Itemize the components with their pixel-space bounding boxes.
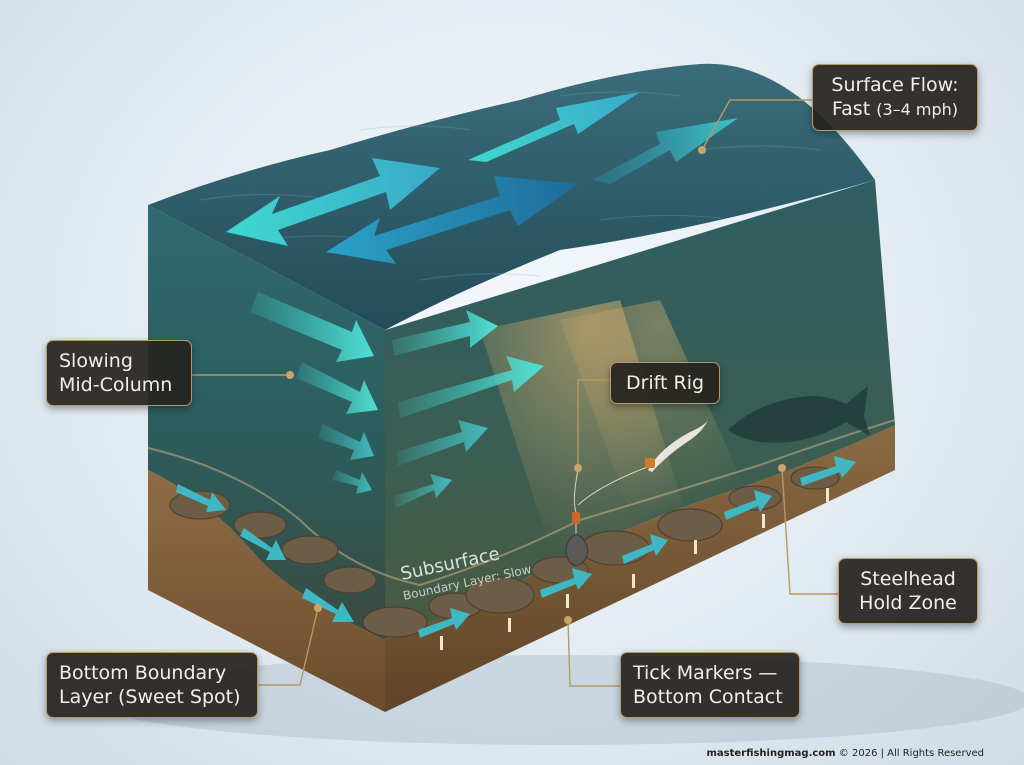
water-front-face <box>148 205 385 640</box>
surface-flow-detail: (3–4 mph) <box>876 100 959 119</box>
bottom-boundary-layer-label: Bottom Boundary Layer (Sweet Spot) <box>46 652 258 718</box>
surface-arrow-left <box>226 158 440 246</box>
boundary-layer-line <box>147 419 896 587</box>
steelhead-fish <box>728 386 870 443</box>
tick-markers-line1: Tick Markers — <box>633 662 778 684</box>
tick-markers <box>440 488 829 650</box>
drift-rig-label: Drift Rig <box>610 362 720 404</box>
surface-flow-line1: Surface Flow: <box>831 74 959 96</box>
slowing-mid-column-label: Slowing Mid-Column <box>46 340 192 406</box>
side-column-arrows <box>392 310 544 508</box>
surface-arrow-right <box>592 118 738 184</box>
surface-arrow-top <box>468 92 640 162</box>
tick-markers-line2: Bottom Contact <box>633 686 783 708</box>
footer-rights: © 2026 | All Rights Reserved <box>838 748 984 759</box>
bottom-boundary-line1: Bottom Boundary <box>59 662 227 684</box>
mid-column-arrows <box>250 292 378 494</box>
surface-flow-arrows <box>226 92 738 264</box>
bottom-boundary-arrows <box>176 456 856 638</box>
leader-dots <box>286 146 786 624</box>
surface-arrow-center <box>326 176 578 264</box>
bottom-boundary-line2: Layer (Sweet Spot) <box>59 686 241 708</box>
footer-site: masterfishingmag.com <box>706 748 836 759</box>
surface-flow-speed: Fast <box>831 98 871 120</box>
leader-lines <box>192 99 838 687</box>
surface-flow-label: Surface Flow: Fast (3–4 mph) <box>812 64 978 131</box>
sediment-front-face <box>148 470 385 712</box>
copyright-footer: masterfishingmag.com © 2026 | All Rights… <box>706 748 984 759</box>
slowing-mid-line2: Mid-Column <box>59 374 173 396</box>
steelhead-hold-zone-label: Steelhead Hold Zone <box>838 558 978 624</box>
drift-rig <box>565 420 708 567</box>
drift-lure <box>648 420 708 472</box>
tick-markers-label: Tick Markers — Bottom Contact <box>620 652 800 718</box>
drift-rig-text: Drift Rig <box>625 372 705 394</box>
slowing-mid-line1: Slowing <box>59 350 133 372</box>
steelhead-line1: Steelhead <box>860 568 956 590</box>
sinker-weight <box>565 533 589 567</box>
steelhead-line2: Hold Zone <box>859 592 957 614</box>
surface-ripples <box>199 91 821 281</box>
